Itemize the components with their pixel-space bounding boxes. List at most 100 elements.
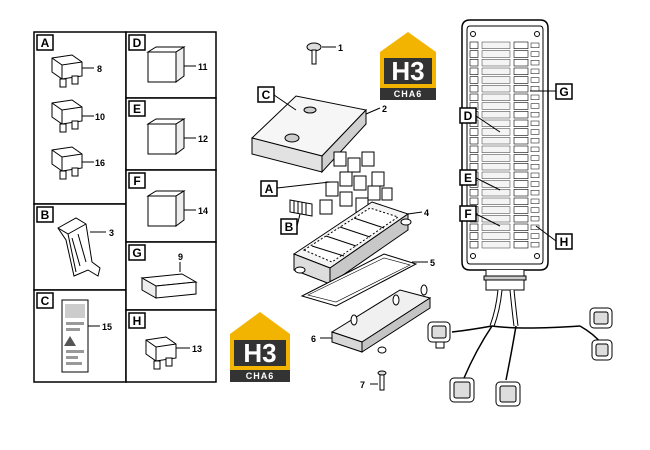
svg-text:10: 10 [95,112,105,122]
fuse-slot-right [513,137,529,145]
svg-text:12: 12 [198,134,208,144]
fuse-slot-tab [530,68,540,74]
fuse-slot-tab [530,164,540,170]
svg-text:B: B [41,208,50,222]
fuse-strip [289,199,313,217]
svg-text:CHA6: CHA6 [246,371,275,381]
fuse-slot-right [513,50,529,58]
callout-G: G [530,83,573,100]
fuse-slot-right [513,102,529,110]
fuse-slot-left [469,145,479,153]
svg-text:1: 1 [338,43,343,53]
svg-text:F: F [464,207,471,221]
svg-text:8: 8 [97,64,102,74]
fuse-slot-right [513,223,529,231]
fuse-slot-right [513,67,529,75]
svg-text:C: C [262,88,271,102]
fuse-slot-left [469,232,479,240]
fuse-slot-label [481,102,511,110]
fuse-slot-left [469,93,479,101]
callout-F: F [459,205,501,227]
fuse-slot-tab [530,233,540,239]
fuse-slot-tab [530,181,540,187]
svg-text:H3: H3 [243,338,276,368]
connector-left [427,321,451,349]
fuse-slot-tab [530,94,540,100]
fuse-slot-right [513,215,529,223]
callout-B: B [280,213,301,235]
fuse-slot-label [481,111,511,119]
panel-label-H: H [128,312,146,329]
fuse-slot-label [481,241,511,249]
relay-cluster [319,151,393,215]
fuse-slot-label [481,41,511,49]
svg-text:16: 16 [95,158,105,168]
fuse-slot-left [469,67,479,75]
panel-label-A: A [36,34,54,51]
panel-label-C: C [36,292,54,309]
callout-E: E [459,169,501,191]
watermark-logo-bottom: H3 CHA6 [230,312,290,382]
fuse-slot-right [513,206,529,214]
fuse-holder-3: 3 [57,217,114,277]
fuse-slot-right [513,189,529,197]
panel-label-B: B [36,206,54,223]
fuse-slot-label [481,163,511,171]
fuse-slot-tab [530,86,540,92]
svg-text:14: 14 [198,206,208,216]
fuse-slot-right [513,111,529,119]
fuse-slot-tab [530,103,540,109]
svg-text:A: A [265,182,274,196]
fuse-slot-right [513,232,529,240]
svg-text:E: E [133,102,141,116]
fuse-slot-left [469,163,479,171]
fuse-slot-left [469,50,479,58]
panel-label-G: G [128,244,146,261]
fuse-slot-label [481,76,511,84]
backplate-6: 6 [311,284,432,354]
connector-right-bottom [591,339,613,361]
fuse-slot-right [513,180,529,188]
fuse-slot-label [481,232,511,240]
fuse-slot-label [481,180,511,188]
fuse-slot-right [513,197,529,205]
fuse-slot-tab [530,129,540,135]
blade-fuse-10: 10 [51,99,105,133]
fuse-slot-label [481,197,511,205]
relay-12: 12 [146,118,208,155]
fuse-slot-label [481,85,511,93]
fuse-slot-left [469,241,479,249]
svg-text:A: A [41,36,50,50]
fuse-slot-tab [530,112,540,118]
svg-text:G: G [559,85,568,99]
svg-text:B: B [285,220,294,234]
fuse-slot-label [481,145,511,153]
fuse-slot-left [469,154,479,162]
fuse-slot-left [469,137,479,145]
fuse-slot-right [513,128,529,136]
svg-text:H: H [133,314,142,328]
callout-H: H [535,225,573,250]
svg-text:CHA6: CHA6 [394,89,423,99]
relay-11: 11 [146,46,208,83]
fuse-slot-tab [530,138,540,144]
blade-fuse-13: 13 [145,336,202,370]
fuse-slot-tab [530,51,540,57]
fuse-slot-right [513,171,529,179]
svg-text:15: 15 [102,322,112,332]
svg-text:13: 13 [192,344,202,354]
panel-label-F: F [128,172,146,189]
fuse-slot-tab [530,146,540,152]
fuse-slot-tab [530,77,540,83]
svg-text:5: 5 [430,258,435,268]
connector-right-top [589,307,613,329]
fuse-slot-left [469,128,479,136]
svg-text:6: 6 [311,334,316,344]
svg-text:H3: H3 [391,56,424,86]
fuse-slot-label [481,189,511,197]
fuse-slot-label [481,171,511,179]
svg-text:H: H [560,235,569,249]
blade-fuse-8: 8 [51,54,102,88]
fuse-box-base-4: 4 [292,201,429,288]
fuse-slot-label [481,50,511,58]
